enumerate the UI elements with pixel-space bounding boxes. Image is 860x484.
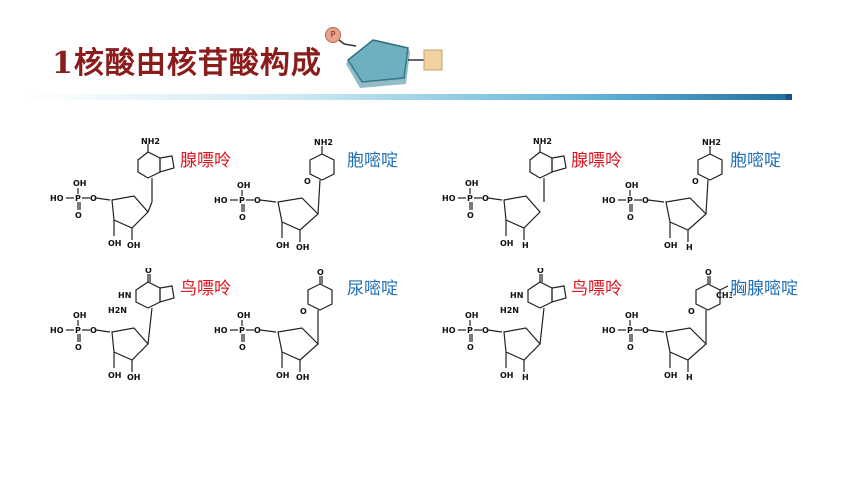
h-label: H <box>686 373 693 382</box>
h-label: H <box>522 241 529 250</box>
o-label: O <box>75 211 82 220</box>
dna-thymine-label: 胸腺嘧啶 <box>730 279 798 299</box>
ho-label: HO <box>602 326 616 335</box>
dna-cytosine-label: 胞嘧啶 <box>730 151 781 171</box>
title-underline-end <box>786 94 792 100</box>
oh-label: OH <box>127 241 141 250</box>
o-label: O <box>317 268 324 277</box>
oh-label: OH <box>500 239 514 248</box>
oh-label: OH <box>108 239 122 248</box>
ho-label: HO <box>442 194 456 203</box>
o-label: O <box>705 268 712 277</box>
oh-label: OH <box>237 181 251 190</box>
ho-label: HO <box>214 196 228 205</box>
o-label: O <box>688 307 695 316</box>
oh-label: OH <box>276 371 290 380</box>
o-label: O <box>145 268 152 275</box>
adenosine-monophosphate-structure: OH HO P O O OH OH NH2 <box>50 138 175 250</box>
nh2-label: NH2 <box>533 138 552 146</box>
p-label: P <box>467 326 473 335</box>
nh2-label: NH2 <box>314 138 333 147</box>
ho-label: HO <box>50 326 64 335</box>
ho-label: HO <box>442 326 456 335</box>
h2n-label: H2N <box>108 306 127 315</box>
nh2-label: NH2 <box>702 138 721 147</box>
o-label: O <box>90 194 97 203</box>
o-label: O <box>642 326 649 335</box>
ho-label: HO <box>50 194 64 203</box>
o-label: O <box>254 196 261 205</box>
dna-adenine-label: 腺嘌呤 <box>571 151 622 171</box>
p-label: P <box>627 196 633 205</box>
oh-label: OH <box>73 311 87 320</box>
rna-adenine-label: 腺嘌呤 <box>180 151 231 171</box>
oh-label: OH <box>664 371 678 380</box>
rna-uracil-label: 尿嘧啶 <box>347 279 398 299</box>
oh-label: OH <box>465 311 479 320</box>
o-label: O <box>467 211 474 220</box>
oh-label: OH <box>276 241 290 250</box>
oh-label: OH <box>465 179 479 188</box>
oh-label: OH <box>500 371 514 380</box>
o-label: O <box>692 177 699 186</box>
hn-label: HN <box>118 291 131 300</box>
p-label: P <box>75 326 81 335</box>
oh-label: OH <box>296 243 310 252</box>
h2n-label: H2N <box>500 306 519 315</box>
o-label: O <box>239 213 246 222</box>
oh-label: OH <box>625 311 639 320</box>
oh-label: OH <box>296 373 310 382</box>
deoxyadenosine-monophosphate-structure: OH HO P O O OH H NH2 <box>442 138 567 250</box>
oh-label: OH <box>108 371 122 380</box>
phosphate-letter: P <box>325 27 341 43</box>
deoxycytidine-monophosphate-structure: OH HO P O O OH H NH2 O <box>602 138 723 252</box>
o-label: O <box>239 343 246 352</box>
o-label: O <box>300 307 307 316</box>
oh-label: OH <box>127 373 141 382</box>
o-label: O <box>482 326 489 335</box>
rna-cytosine-label: 胞嘧啶 <box>347 151 398 171</box>
ho-label: HO <box>214 326 228 335</box>
nh2-label: NH2 <box>141 138 160 146</box>
page-title: 1核酸由核苷酸构成 <box>52 46 322 81</box>
oh-label: OH <box>625 181 639 190</box>
cytidine-monophosphate-structure: OH HO P O O OH OH NH2 O <box>214 138 335 252</box>
p-label: P <box>627 326 633 335</box>
o-label: O <box>627 343 634 352</box>
o-label: O <box>304 177 311 186</box>
p-label: P <box>239 326 245 335</box>
nucleotide-logo-icon <box>331 33 443 88</box>
ho-label: HO <box>602 196 616 205</box>
h-label: H <box>522 373 529 382</box>
oh-label: OH <box>237 311 251 320</box>
p-label: P <box>467 194 473 203</box>
rna-guanine-label: 鸟嘌呤 <box>180 279 231 299</box>
dna-guanine-label: 鸟嘌呤 <box>571 279 622 299</box>
o-label: O <box>537 268 544 275</box>
deoxyguanosine-monophosphate-structure: OH HO P O O OH H O HN H2N <box>442 268 567 382</box>
deoxythymidine-monophosphate-structure: OH HO P O O OH H O O CH3 <box>602 268 732 382</box>
o-label: O <box>254 326 261 335</box>
uridine-monophosphate-structure: OH HO P O O OH OH O O <box>214 268 333 382</box>
ch3-label: CH3 <box>716 291 732 300</box>
o-label: O <box>642 196 649 205</box>
hn-label: HN <box>510 291 523 300</box>
guanosine-monophosphate-structure: OH HO P O O OH OH O HN H2N <box>50 268 175 382</box>
o-label: O <box>627 213 634 222</box>
o-label: O <box>482 194 489 203</box>
title-underline <box>20 94 792 100</box>
o-label: O <box>75 343 82 352</box>
o-label: O <box>90 326 97 335</box>
h-label: H <box>686 243 693 252</box>
oh-label: OH <box>664 241 678 250</box>
oh-label: OH <box>73 179 87 188</box>
o-label: O <box>467 343 474 352</box>
p-label: P <box>239 196 245 205</box>
p-label: P <box>75 194 81 203</box>
